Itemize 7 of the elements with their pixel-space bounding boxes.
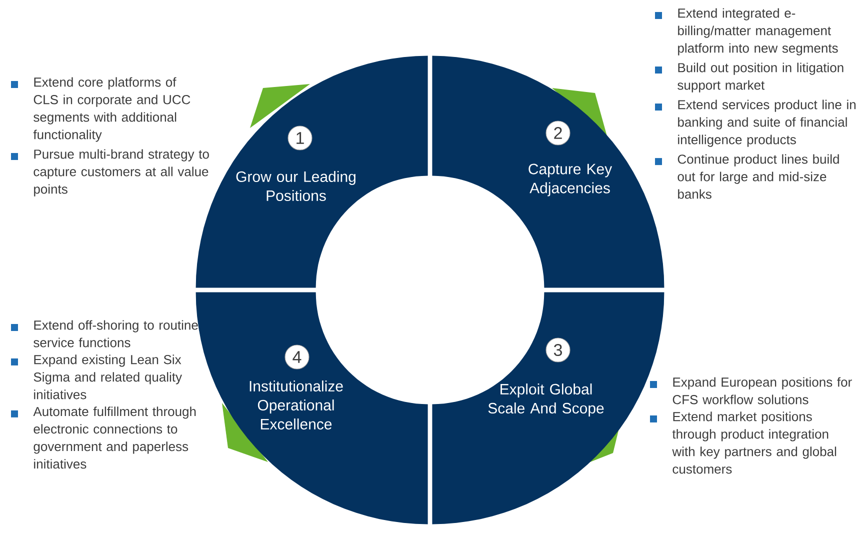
bullet-item: Extend integrated e-billing/matter management platform into new segments	[655, 8, 838, 56]
quadrant-segment: 2 Capture Key Adjacencies	[432, 56, 664, 288]
quadrant-segment: 3 Exploit Global Scale And Scope	[432, 292, 664, 524]
bullet-item: Expand existing Lean Six Sigma and related quality initiatives	[11, 354, 182, 400]
bullet-item: Extend off-shoring to routine service functions	[11, 320, 198, 348]
bullet-item: Extend core platforms of CLS in corporate and UCC segments with additional functionality	[11, 77, 190, 142]
bullet-item: Automate fulfillment through electronic connections to government and paperless initiatives	[11, 406, 196, 469]
